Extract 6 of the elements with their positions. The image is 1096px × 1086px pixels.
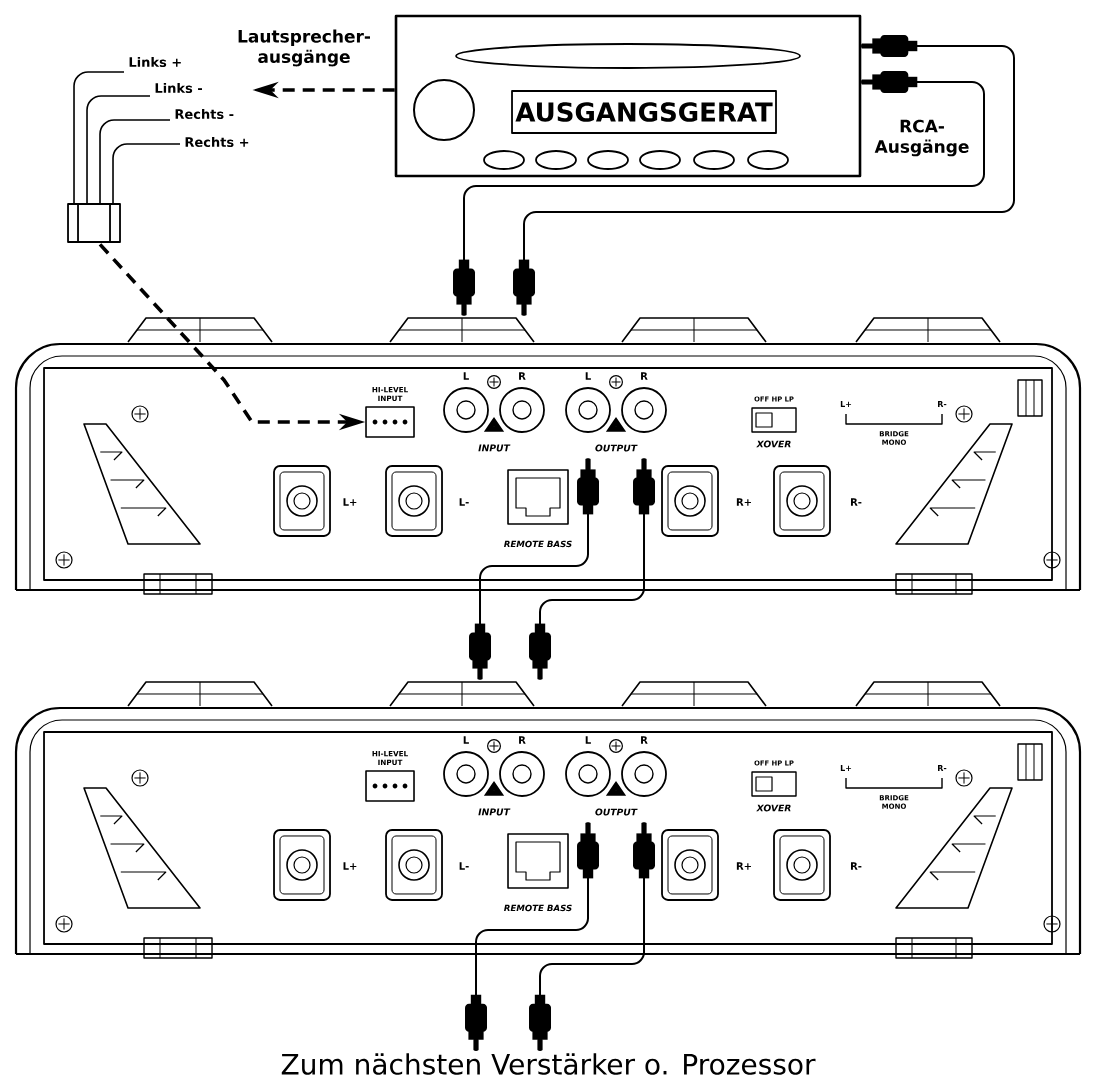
amplifier	[14, 681, 1082, 959]
display-box: AUSGANGSGERAT	[511, 90, 777, 134]
callout-text: Lautsprecher-ausgänge	[238, 29, 370, 67]
callout-text: RCA-Ausgänge	[874, 119, 969, 157]
amplifier	[14, 317, 1082, 595]
caption-text: Zum nächsten Verstärker o. Prozessor	[281, 1053, 816, 1075]
